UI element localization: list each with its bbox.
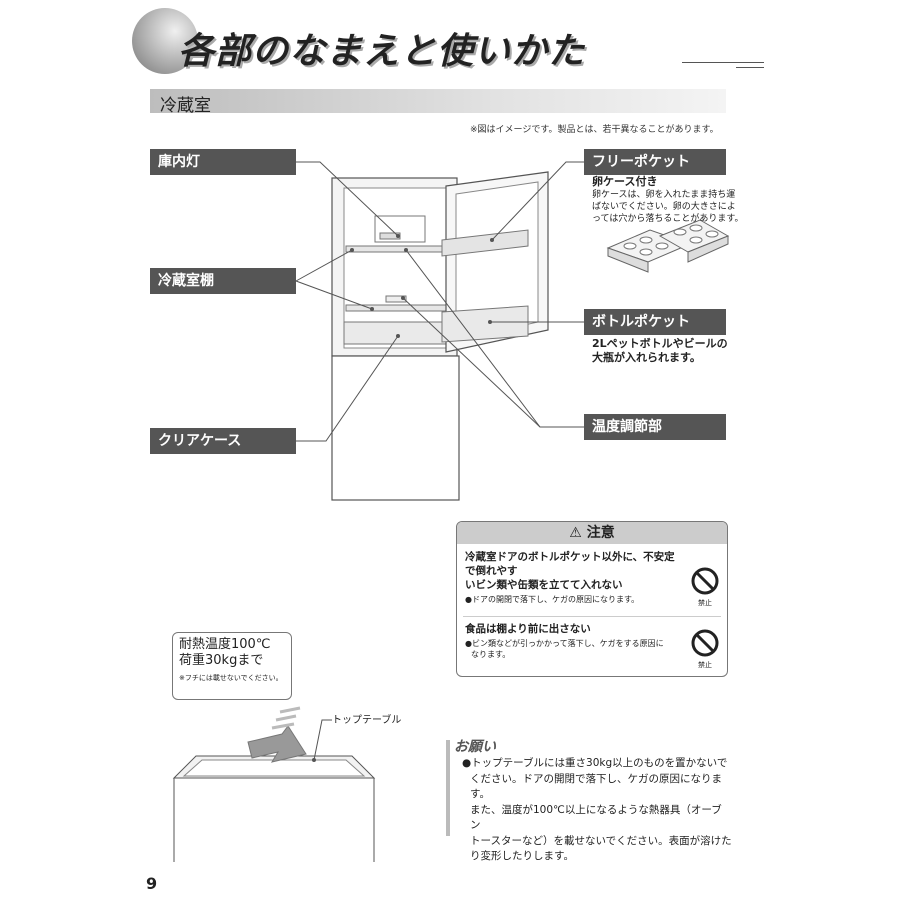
label-clear-case: クリアケース bbox=[150, 428, 296, 454]
prohibit-icon bbox=[691, 567, 719, 595]
image-note: ※図はイメージです。製品とは、若干異なることがあります。 bbox=[470, 125, 719, 135]
free-pocket-desc-line: 卵ケースは、卵を入れたまま持ち運 bbox=[592, 190, 736, 200]
prohibit-mark-2: 禁止 bbox=[687, 628, 723, 670]
caution-header: ⚠ 注意 bbox=[457, 522, 727, 544]
caution-box: ⚠ 注意 冷蔵室ドアのボトルポケット以外に、不安定で倒れやす いビン類や缶類を立… bbox=[456, 521, 728, 677]
heat-limit-line: 耐熱温度100℃ bbox=[179, 637, 271, 652]
section-header: 冷蔵室 bbox=[150, 89, 726, 116]
warning-triangle-icon: ⚠ bbox=[569, 525, 582, 541]
free-pocket-desc-line: ばないでください。卵の大きさによ bbox=[592, 202, 736, 212]
label-free-pocket: フリーポケット bbox=[584, 149, 726, 175]
heat-limit-note: ※フチには載せないでください。 bbox=[179, 674, 283, 682]
caution-heading: 注意 bbox=[586, 525, 615, 541]
caution-item-text: なります。 bbox=[471, 650, 511, 659]
free-pocket-description: 卵ケース付き 卵ケースは、卵を入れたまま持ち運 ばないでください。卵の大きさによ… bbox=[592, 176, 743, 225]
title-rule bbox=[682, 62, 764, 63]
free-pocket-sub: 卵ケース付き bbox=[592, 175, 658, 188]
caution-item-1: 冷蔵室ドアのボトルポケット以外に、不安定で倒れやす いビン類や缶類を立てて入れな… bbox=[465, 550, 685, 605]
load-limit-line: 荷重30kgまで bbox=[179, 653, 264, 668]
title-decoration-ball bbox=[132, 8, 198, 74]
request-bar bbox=[446, 740, 450, 836]
request-text: ●トップテーブルには重さ30kg以上のものを置かないで ください。ドアの開閉で落… bbox=[462, 756, 732, 865]
prohibit-icon bbox=[691, 629, 719, 657]
request-line: り変形したりします。 bbox=[470, 850, 574, 862]
caution-divider bbox=[463, 616, 721, 617]
bottle-pocket-description: 2Lペットボトルやビールの 大瓶が入れられます。 bbox=[592, 337, 728, 365]
request-line: ●トップテーブルには重さ30kg以上のものを置かないで bbox=[462, 757, 728, 769]
prohibit-label: 禁止 bbox=[698, 661, 712, 669]
label-lamp: 庫内灯 bbox=[150, 149, 296, 175]
request-line: ください。ドアの開閉で落下し、ケガの原因になります。 bbox=[470, 772, 722, 801]
page-title: 各部のなまえと使いかた bbox=[178, 31, 586, 72]
label-shelf: 冷蔵室棚 bbox=[150, 268, 296, 294]
caution-item-title: いビン類や缶類を立てて入れない bbox=[465, 579, 623, 591]
request-line: また、温度が100℃以上になるような熱器具（オーブン bbox=[470, 803, 722, 832]
title-rule-short bbox=[736, 67, 764, 68]
page-number: 9 bbox=[146, 874, 158, 893]
label-temp-control: 温度調節部 bbox=[584, 414, 726, 440]
caution-item-text: ●ビン類などが引っかかって落下し、ケガをする原因に bbox=[465, 639, 664, 648]
heat-limit-box: 耐熱温度100℃ 荷重30kgまで ※フチには載せないでください。 bbox=[172, 632, 292, 700]
request-title: お願い bbox=[454, 739, 496, 755]
caution-item-title: 冷蔵室ドアのボトルポケット以外に、不安定で倒れやす bbox=[465, 551, 675, 577]
bottle-pocket-desc-line: 大瓶が入れられます。 bbox=[592, 351, 701, 364]
top-table-label: トップテーブル bbox=[332, 715, 402, 726]
caution-item-text: ●ドアの開閉で落下し、ケガの原因になります。 bbox=[465, 595, 640, 604]
prohibit-label: 禁止 bbox=[698, 599, 712, 607]
prohibit-mark-1: 禁止 bbox=[687, 566, 723, 608]
section-title: 冷蔵室 bbox=[160, 96, 211, 116]
request-line: トースターなど）を載せないでください。表面が溶けた bbox=[470, 834, 732, 847]
caution-item-2: 食品は棚より前に出さない ●ビン類などが引っかかって落下し、ケガをする原因に な… bbox=[465, 622, 685, 660]
free-pocket-desc-line: っては穴から落ちることがあります。 bbox=[592, 214, 744, 224]
label-bottle-pocket: ボトルポケット bbox=[584, 309, 726, 335]
caution-item-title: 食品は棚より前に出さない bbox=[465, 623, 591, 635]
bottle-pocket-desc-line: 2Lペットボトルやビールの bbox=[592, 337, 728, 350]
